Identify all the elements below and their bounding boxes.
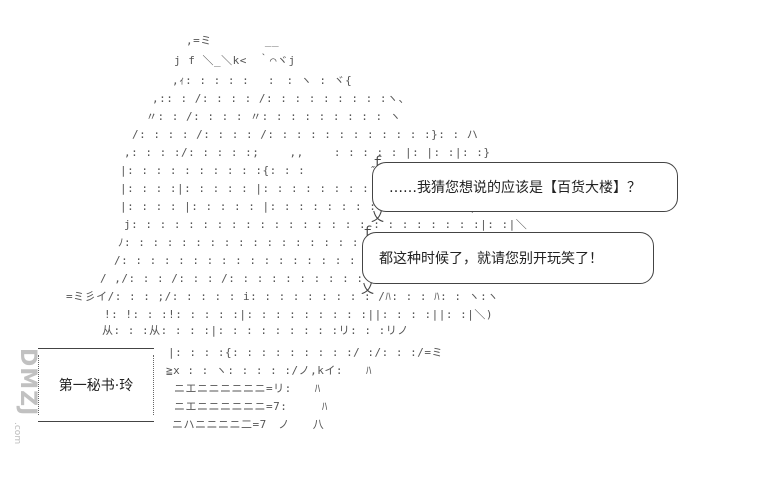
art-line: ,ｨ: : : : : : : ヽ : ヾ{	[172, 74, 353, 87]
art-line: 从: : :从: : : :|: : : : : : : : :リ: : :リノ	[102, 324, 409, 337]
comic-panel: ,=ミ __j f ＼_＼k< ｀⌒ヾj ,ｨ: : : : : : : ヽ : …	[10, 34, 678, 448]
watermark-logo-icon: DMZJ .com	[10, 348, 40, 448]
art-line: ニエニニニニニニ=リ: ﾊ	[174, 382, 321, 395]
art-line: ニハニニニニ二=7 ノ 八	[172, 418, 325, 431]
art-line: ニエニニニニニニ=7: ﾊ	[174, 400, 328, 413]
art-line: |: : : :{: : : : : : : : :/ :/: : :/=ミ	[168, 346, 444, 359]
bubble-text: ……我猜您想说的应该是【百货大楼】？	[389, 180, 641, 196]
nameplate-text: 第一秘书·玲	[58, 378, 134, 394]
art-line: ,=ミ __	[186, 34, 280, 47]
bubble-tail-icon: 乂	[371, 210, 385, 225]
art-line: =ミ彡イ/: : : ;/: : : : : i: : : : : : : : …	[66, 290, 499, 303]
art-line: ,:: : /: : : : /: : : : : : : : :ヽ、	[152, 92, 411, 105]
art-line: ≧x : : ヽ: : : : :/ノ,kイ: ﾊ	[166, 364, 372, 377]
bubble-tail-icon: 乂	[361, 282, 375, 297]
speech-bubble-question: ｆ ……我猜您想说的应该是【百货大楼】？ 乂	[371, 155, 678, 225]
speech-bubble-reply: ｆ 都这种时候了，就请您别开玩笑了！ 乂	[361, 225, 654, 297]
bubble-tail-icon: ｆ	[371, 155, 385, 170]
art-line: ,: : : :/: : : : :; ,, : : : : : |: |: :…	[124, 146, 491, 159]
art-line: j: : : : : : : : : : : : : : : : : : : :…	[124, 218, 528, 231]
character-nameplate: 第一秘书·玲	[38, 348, 154, 422]
bubble-text: 都这种时候了，就请您别开玩笑了！	[379, 251, 603, 267]
bubble-tail-icon: ｆ	[361, 225, 375, 240]
art-line: j f ＼_＼k< ｀⌒ヾj	[174, 54, 296, 67]
art-line: !: !: : :!: : : : :|: : : : : : : : :||:…	[104, 308, 493, 321]
art-line: 〃: : /: : : : 〃: : : : : : : : : ヽ	[146, 110, 402, 123]
art-line: /: : : : /: : : : /: : : : : : : : : : :…	[132, 128, 479, 141]
watermark-sub: .com	[12, 422, 22, 445]
